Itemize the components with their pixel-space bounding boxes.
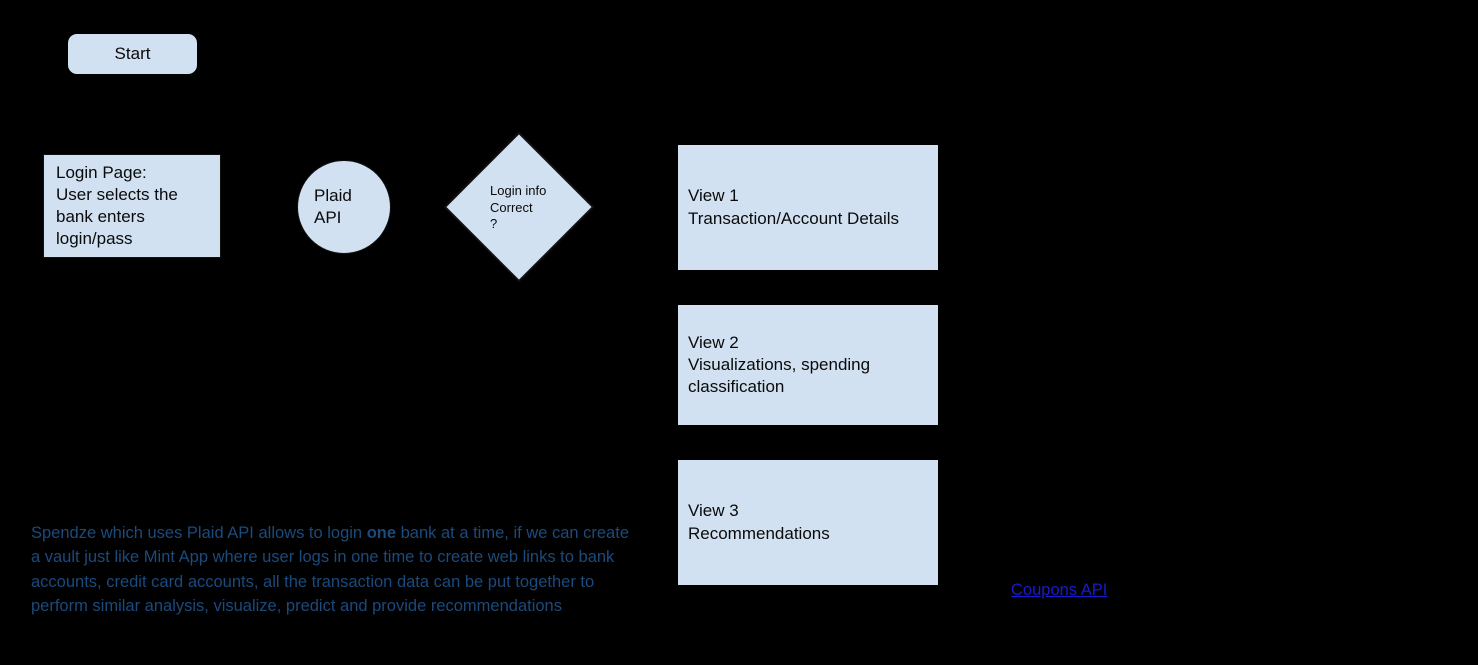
diamond-shape-icon — [443, 131, 595, 283]
node-view-1[interactable]: View 1 Transaction/Account Details — [678, 145, 938, 270]
annotation-note-part2: bank at a time, if we can create a vault… — [31, 524, 629, 615]
annotation-note-part1: Spendze which uses Plaid API allows to l… — [31, 524, 367, 542]
node-login-page-label: Login Page: User selects the bank enters… — [56, 162, 178, 249]
node-login-page[interactable]: Login Page: User selects the bank enters… — [43, 154, 221, 258]
node-view-3[interactable]: View 3 Recommendations — [678, 460, 938, 585]
node-login-decision[interactable]: Login info Correct ? — [443, 131, 595, 283]
node-view-1-label: View 1 Transaction/Account Details — [688, 186, 900, 228]
node-plaid-api-label: Plaid API — [314, 185, 352, 227]
annotation-note: Spendze which uses Plaid API allows to l… — [31, 521, 631, 618]
node-plaid-api[interactable]: Plaid API — [297, 160, 391, 254]
node-view-3-label: View 3 Recommendations — [688, 501, 830, 543]
coupons-api-link[interactable]: Coupons API — [1011, 581, 1108, 599]
annotation-note-emphasis: one — [366, 524, 397, 542]
node-view-2[interactable]: View 2 Visualizations, spending classifi… — [678, 305, 938, 425]
node-view-2-label: View 2 Visualizations, spending classifi… — [688, 332, 871, 397]
node-login-decision-label: Login info Correct ? — [490, 183, 547, 232]
node-start[interactable]: Start — [68, 34, 197, 74]
node-start-label: Start — [114, 43, 151, 63]
